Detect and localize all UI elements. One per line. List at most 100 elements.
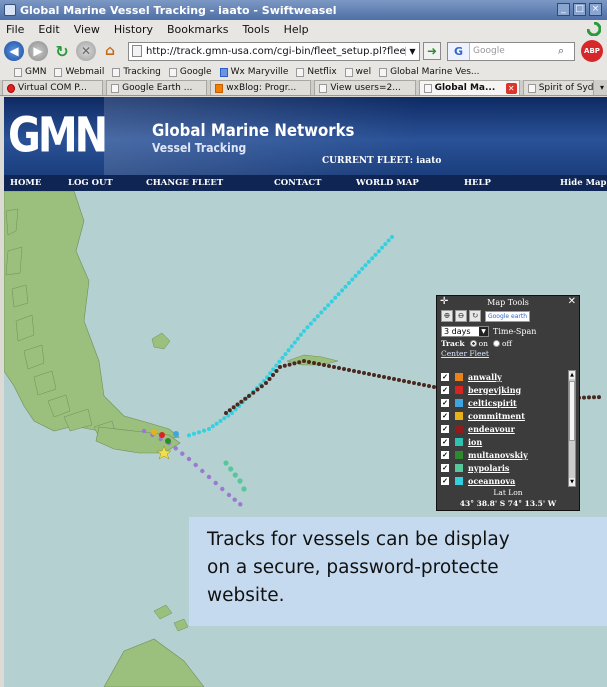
nav-contact[interactable]: CONTACT [274, 178, 322, 188]
track-off-radio[interactable] [492, 340, 500, 347]
tab-wxblog[interactable]: wxBlog: Progr... [210, 80, 312, 95]
reload-button[interactable]: ↻ [52, 41, 72, 61]
scroll-down-icon[interactable]: ▼ [569, 478, 575, 486]
vessel-name-link[interactable]: celticspirit [468, 397, 517, 408]
scroll-up-icon[interactable]: ▲ [569, 371, 575, 379]
bookmark-webmail[interactable]: Webmail [54, 67, 104, 77]
vessel-name-link[interactable]: bergevjking [468, 384, 522, 395]
url-text[interactable]: http://track.gmn-usa.com/cgi-bin/fleet_s… [146, 45, 405, 57]
vessel-checkbox[interactable]: ✓ [441, 436, 449, 446]
vessel-checkbox[interactable]: ✓ [441, 462, 449, 472]
center-fleet-link[interactable]: Center Fleet [441, 349, 489, 358]
vessel-name-link[interactable]: nypolaris [468, 462, 510, 473]
vessel-checkbox[interactable]: ✓ [441, 397, 449, 407]
tab-global-marine[interactable]: Global Ma...✕ [418, 80, 520, 95]
track-on-radio[interactable] [469, 340, 477, 347]
map-tools-header[interactable]: ✛ Map Tools ✕ [437, 296, 579, 308]
time-span-value: 3 days [444, 326, 471, 336]
nav-log-out[interactable]: LOG OUT [68, 178, 113, 188]
search-box[interactable]: G Google ⌕ [447, 41, 575, 61]
menu-tools[interactable]: Tools [242, 22, 270, 36]
bookmark-gmn[interactable]: GMN [14, 67, 46, 77]
vessel-item-bergevjking[interactable]: ✓ bergevjking [441, 383, 566, 396]
vessel-name-link[interactable]: multanovskiy [468, 449, 528, 460]
stop-button[interactable]: ✕ [76, 41, 96, 61]
menu-help[interactable]: Help [283, 22, 309, 36]
go-button[interactable]: ➜ [423, 42, 441, 60]
url-history-dropdown-icon[interactable]: ▼ [405, 46, 419, 56]
vessel-name-link[interactable]: commitment [468, 410, 525, 421]
menu-file[interactable]: File [6, 22, 25, 36]
url-bar[interactable]: http://track.gmn-usa.com/cgi-bin/fleet_s… [128, 41, 420, 61]
menu-view[interactable]: View [73, 22, 100, 36]
vessel-checkbox[interactable]: ✓ [441, 371, 449, 381]
vessel-item-celticspirit[interactable]: ✓ celticspirit [441, 396, 566, 409]
vessel-item-oceannova[interactable]: ✓ oceannova [441, 474, 566, 487]
map-tools-panel[interactable]: ✛ Map Tools ✕ ⊕ ⊖ ↻ Google earth 3 days … [436, 295, 580, 511]
menu-bar: File Edit View History Bookmarks Tools H… [0, 20, 607, 38]
close-window-button[interactable]: × [589, 3, 602, 16]
vessel-item-multanovskiy[interactable]: ✓ multanovskiy [441, 448, 566, 461]
track-point [232, 497, 237, 502]
forward-button[interactable]: ▶ [28, 41, 48, 61]
gmn-logo[interactable]: GMN [8, 108, 108, 164]
vessel-item-endeavour[interactable]: ✓ endeavour [441, 422, 566, 435]
back-button[interactable]: ◀ [4, 41, 24, 61]
chevron-down-icon[interactable]: ▼ [479, 326, 488, 336]
nav-home[interactable]: HOME [10, 178, 42, 188]
menu-bookmarks[interactable]: Bookmarks [166, 22, 229, 36]
bookmark-google[interactable]: Google [168, 67, 212, 77]
vessel-checkbox[interactable]: ✓ [441, 449, 449, 459]
maximize-button[interactable]: □ [573, 3, 586, 16]
track-point [295, 336, 300, 341]
tab-list-dropdown-icon[interactable]: ▾ [600, 83, 605, 92]
tab-virtual-com[interactable]: Virtual COM P... [2, 80, 104, 95]
bookmark-wel[interactable]: wel [344, 67, 371, 77]
adblock-icon[interactable]: ABP [581, 40, 603, 62]
bookmark-global-marine[interactable]: Global Marine Ves... [379, 67, 480, 77]
track-point [322, 363, 326, 367]
vessel-item-commitment[interactable]: ✓ commitment [441, 409, 566, 422]
refresh-icon[interactable]: ↻ [469, 310, 481, 322]
home-button[interactable]: ⌂ [100, 41, 120, 61]
vessel-checkbox[interactable]: ✓ [441, 423, 449, 433]
track-point [227, 408, 232, 413]
vessel-name-link[interactable]: ion [468, 436, 483, 447]
menu-history[interactable]: History [113, 22, 153, 36]
nav-help[interactable]: HELP [464, 178, 491, 188]
menu-edit[interactable]: Edit [38, 22, 60, 36]
tab-google-earth[interactable]: Google Earth ... [106, 80, 208, 95]
search-engine-icon[interactable]: G [448, 42, 470, 60]
google-earth-button[interactable]: Google earth [485, 310, 530, 322]
vessel-name-link[interactable]: anwally [468, 371, 502, 382]
vessel-checkbox[interactable]: ✓ [441, 384, 449, 394]
bookmark-netflix[interactable]: Netflix [296, 67, 337, 77]
close-tab-icon[interactable]: ✕ [505, 82, 517, 94]
nav-hide-map[interactable]: Hide Map [560, 178, 607, 188]
search-placeholder[interactable]: Google [473, 46, 505, 56]
vessel-checkbox[interactable]: ✓ [441, 475, 449, 485]
vessel-item-ion[interactable]: ✓ ion [441, 435, 566, 448]
vessel-item-anwally[interactable]: ✓ anwally [441, 370, 566, 383]
nav-change-fleet[interactable]: CHANGE FLEET [146, 178, 224, 188]
track-point [343, 284, 348, 289]
time-span-select[interactable]: 3 days ▼ [441, 325, 489, 337]
scroll-thumb[interactable] [569, 381, 575, 441]
tab-spirit-of-sydney[interactable]: Spirit of Sydn... [522, 80, 595, 95]
vessel-name-link[interactable]: endeavour [468, 423, 515, 434]
zoom-in-icon[interactable]: ⊕ [441, 310, 453, 322]
vessel-item-nypolaris[interactable]: ✓ nypolaris [441, 461, 566, 474]
bookmark-tracking[interactable]: Tracking [112, 67, 161, 77]
vessel-checkbox[interactable]: ✓ [441, 410, 449, 420]
minimize-button[interactable]: _ [557, 3, 570, 16]
nav-world-map[interactable]: WORLD MAP [356, 178, 419, 188]
zoom-out-icon[interactable]: ⊖ [455, 310, 467, 322]
vessel-name-link[interactable]: oceannova [468, 475, 516, 486]
vessel-color-swatch [455, 398, 463, 407]
tab-view-users[interactable]: View users=2... [314, 80, 416, 95]
bookmark-wx-maryville[interactable]: Wx Maryville [219, 67, 288, 77]
expand-icon[interactable]: ✛ [440, 296, 449, 307]
close-panel-icon[interactable]: ✕ [567, 296, 576, 307]
vessel-list-scrollbar[interactable]: ▲ ▼ [568, 370, 576, 487]
search-icon[interactable]: ⌕ [558, 44, 565, 57]
